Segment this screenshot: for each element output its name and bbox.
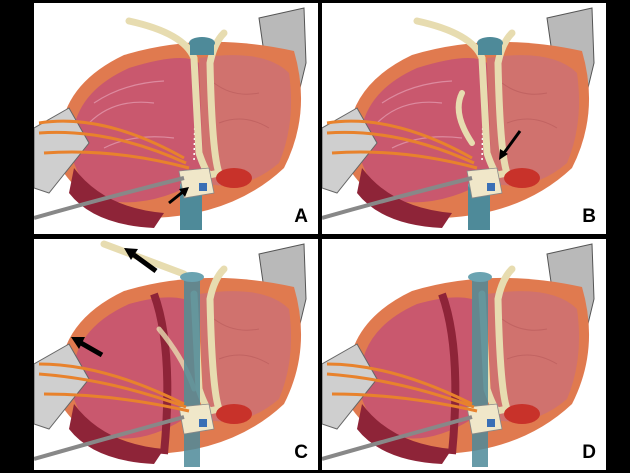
surgical-illustration-figure: A B [34,3,606,471]
vena-cava [184,277,200,467]
tube-grey [34,176,185,220]
retractor-left [34,107,90,194]
panel-c-illustration [34,240,307,467]
arrow-c-liver [79,340,104,358]
clamp-blue [199,183,207,191]
panel-label-b: B [582,206,596,227]
panel-label-c: C [294,442,308,463]
panel-d-illustration [322,243,595,467]
arrow-a [168,189,185,205]
gallbladder [216,168,252,188]
panel-label-d: D [582,442,596,463]
panel-d: D [322,239,606,470]
arrow-c-ligament [132,252,158,274]
panel-b-illustration [322,7,595,230]
panel-a: A [34,3,318,234]
panel-label-a: A [294,206,308,227]
liver-left-lobe [72,58,204,203]
arrow-b [502,130,522,154]
liver-underside [69,168,164,228]
panel-c: C [34,239,318,470]
panel-b: B [322,3,606,234]
panel-a-illustration [34,7,307,230]
